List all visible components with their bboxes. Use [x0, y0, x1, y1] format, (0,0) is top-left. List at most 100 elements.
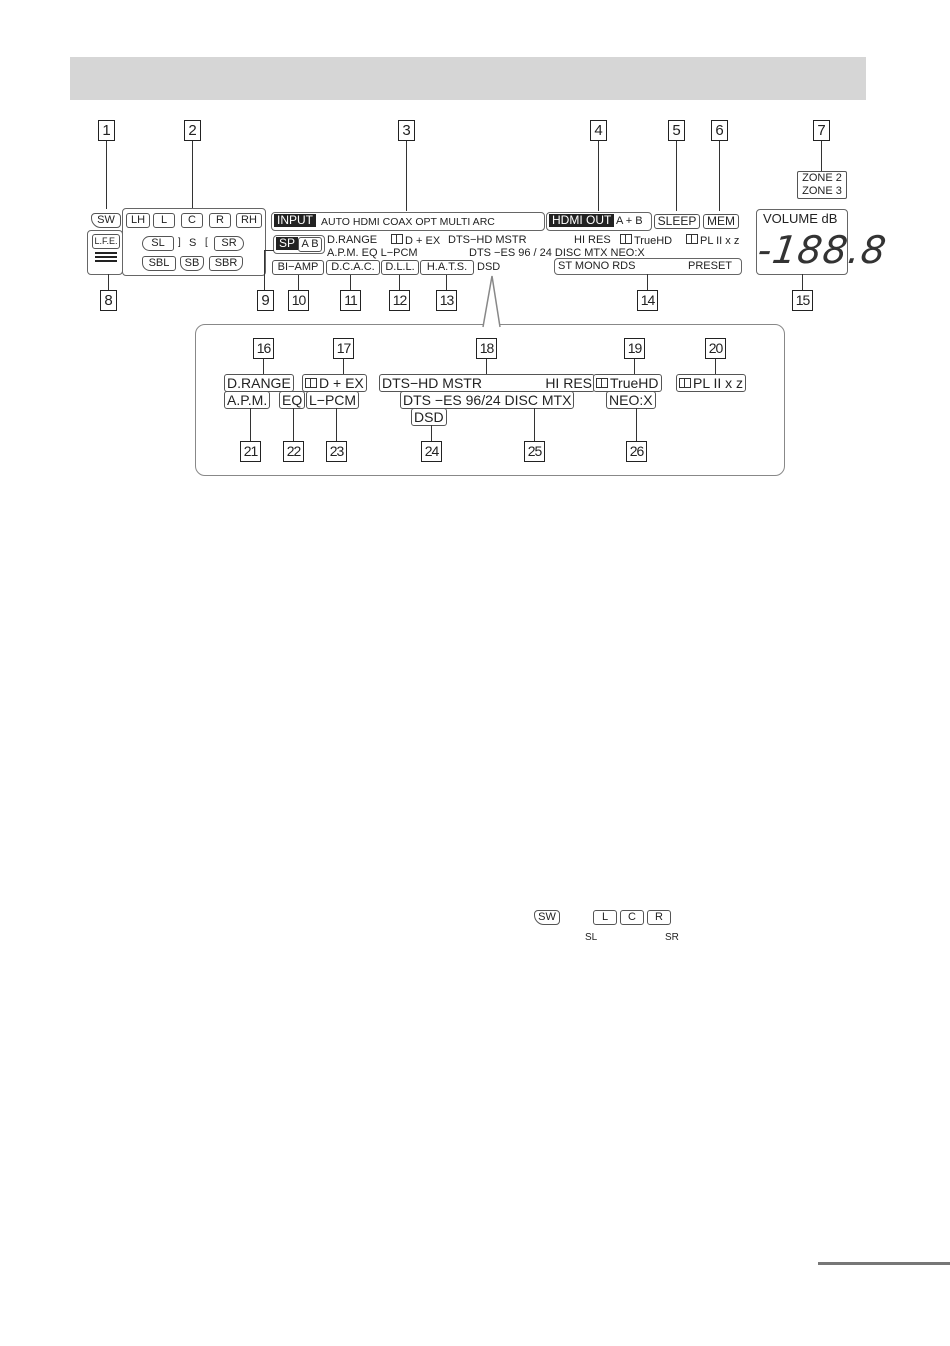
zone-3-label: ZONE 3	[802, 184, 842, 197]
mem-indicator: MEM	[703, 214, 739, 229]
callout-16: 16	[253, 338, 274, 359]
truehd-label: TrueHD	[610, 375, 659, 391]
speaker-bracket-right: [	[205, 237, 208, 248]
dolby-icon	[620, 234, 632, 244]
leader-14	[647, 274, 648, 290]
example-sl-label: SL	[585, 932, 598, 943]
example-l-indicator: L	[593, 910, 617, 925]
lpcm-indicator: L−PCM	[306, 391, 360, 409]
callout-26: 26	[626, 441, 647, 462]
dts-hd-mstr-label: DTS−HD MSTR	[382, 375, 482, 391]
leader-25	[534, 408, 535, 441]
input-label: INPUT	[274, 214, 316, 227]
leader-7	[821, 141, 822, 171]
leader-3	[406, 141, 407, 211]
callout-10: 10	[288, 290, 309, 311]
apm-indicator: A.P.M.	[224, 391, 271, 409]
leader-1	[106, 141, 107, 209]
callout-2: 2	[184, 120, 201, 141]
callout-20: 20	[705, 338, 726, 359]
pl2xz-label: PL II x z	[700, 235, 740, 247]
callout-1: 1	[98, 120, 115, 141]
leader-24	[431, 425, 432, 441]
zoom-pointer	[482, 275, 501, 328]
example-sr-label: SR	[665, 932, 679, 943]
speaker-sb: SB	[180, 256, 204, 271]
sp-label: SP	[276, 237, 299, 250]
tuner-frame	[554, 258, 742, 275]
speaker-sl: SL	[142, 236, 174, 251]
speaker-r: R	[209, 213, 231, 228]
callout-25: 25	[524, 441, 545, 462]
speaker-sr: SR	[214, 236, 244, 251]
speaker-l: L	[153, 213, 175, 228]
dolby-icon	[391, 234, 403, 244]
callout-11: 11	[340, 290, 361, 311]
example-sw-indicator: SW	[534, 910, 560, 925]
dolby-icon	[686, 234, 698, 244]
tuner-indicators: ST MONO RDS	[558, 260, 636, 272]
callout-9: 9	[257, 290, 274, 311]
input-modes: AUTO HDMI COAX OPT MULTI ARC	[321, 216, 495, 228]
lfe-frame	[87, 230, 123, 275]
callout-18: 18	[476, 338, 497, 359]
eq-indicator: EQ	[279, 391, 306, 409]
continued-rule	[818, 1262, 950, 1265]
apm-eq-lpcm-small: A.P.M. EQ L−PCM	[327, 247, 418, 259]
speaker-sbl: SBL	[142, 256, 176, 271]
leader-5	[676, 141, 677, 211]
callout-5: 5	[668, 120, 685, 141]
sw-indicator: SW	[91, 213, 121, 228]
callout-22: 22	[283, 441, 304, 462]
hdmi-out-frame	[546, 212, 652, 231]
d-range-small: D.RANGE	[327, 234, 378, 246]
leader-15	[802, 274, 803, 290]
hdmi-out-ab: A + B	[616, 215, 643, 227]
input-frame	[271, 212, 545, 231]
dolby-icon	[679, 378, 691, 388]
example-c-indicator: C	[620, 910, 644, 925]
speaker-c: C	[181, 213, 203, 228]
neo-x-indicator: NEO:X	[606, 391, 656, 409]
dolby-dex-indicator: D + EX	[302, 374, 367, 392]
leader-11	[350, 275, 351, 290]
leader-13	[446, 275, 447, 290]
volume-label: VOLUME dB	[763, 211, 838, 226]
leader-9-h	[264, 250, 274, 251]
leader-4	[598, 141, 599, 211]
lfe-level-bars-icon	[92, 250, 120, 262]
callout-8: 8	[100, 290, 117, 311]
d-range-indicator: D.RANGE	[224, 374, 294, 392]
hdmi-out-label: HDMI OUT	[549, 214, 615, 227]
hi-res-label: HI RES	[545, 375, 592, 391]
callout-13: 13	[436, 290, 457, 311]
dsd-indicator: DSD	[411, 408, 447, 426]
leader-12	[399, 275, 400, 290]
callout-12: 12	[389, 290, 410, 311]
dolby-icon	[305, 378, 317, 388]
zone-indicator: ZONE 2 ZONE 3	[797, 171, 847, 199]
leader-2	[192, 141, 193, 209]
dts-es-small: DTS −ES 96 / 24 DISC MTX NEO:X	[469, 247, 645, 259]
leader-6	[719, 141, 720, 211]
dll-indicator: D.L.L.	[381, 260, 419, 275]
leader-19	[634, 359, 635, 374]
preset-indicator: PRESET	[688, 260, 733, 272]
dex-label: D + EX	[405, 235, 441, 247]
callout-4: 4	[590, 120, 607, 141]
leader-21	[250, 408, 251, 441]
leader-23	[336, 408, 337, 441]
truehd-small: TrueHD	[620, 234, 672, 248]
callout-24: 24	[421, 441, 442, 462]
speaker-sbr: SBR	[209, 256, 243, 271]
leader-18	[486, 359, 487, 374]
bi-amp-indicator: BI−AMP	[272, 260, 324, 275]
dts-hd-small: DTS−HD MSTR	[448, 234, 527, 246]
dsd-small: DSD	[477, 261, 501, 273]
leader-20	[715, 359, 716, 374]
truehd-indicator: TrueHD	[593, 374, 662, 392]
dts-es-indicator: DTS −ES 96/24 DISC MTX	[400, 391, 575, 409]
callout-3: 3	[398, 120, 415, 141]
speaker-rh: RH	[236, 213, 262, 228]
leader-22	[293, 408, 294, 441]
